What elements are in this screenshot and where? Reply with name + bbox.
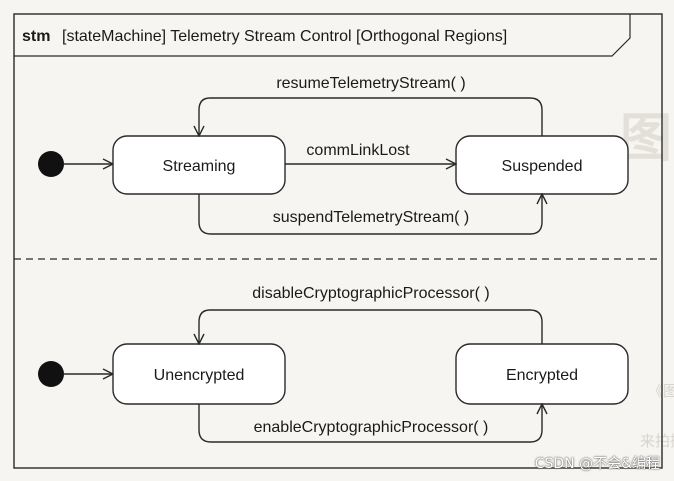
transition-suspend-label: suspendTelemetryStream( ) (273, 209, 470, 226)
watermark-text: CSDN @不会&编程 (534, 456, 660, 472)
initial-node-bottom (38, 361, 64, 387)
transition-disable[interactable] (199, 309, 543, 344)
transition-resume-label: resumeTelemetryStream( ) (276, 75, 465, 92)
state-encrypted-label: Encrypted (506, 367, 578, 384)
state-streaming-label: Streaming (163, 158, 236, 175)
transition-resume[interactable] (199, 97, 543, 136)
state-unencrypted-label: Unencrypted (154, 367, 245, 384)
transition-enable[interactable] (198, 404, 542, 443)
state-suspended-label: Suspended (502, 158, 583, 175)
transition-suspend[interactable] (198, 194, 542, 235)
frame-border (13, 13, 663, 469)
frame-heading-tab (14, 14, 631, 57)
transition-disable-label: disableCryptographicProcessor( ) (252, 285, 489, 302)
transition-enable-label: enableCryptographicProcessor( ) (254, 419, 489, 436)
frame-keyword: stm (22, 28, 50, 45)
initial-node-top (38, 151, 64, 177)
transition-comm-link-lost-label: commLinkLost (306, 142, 410, 159)
frame-title: [stateMachine] Telemetry Stream Control … (62, 28, 507, 45)
